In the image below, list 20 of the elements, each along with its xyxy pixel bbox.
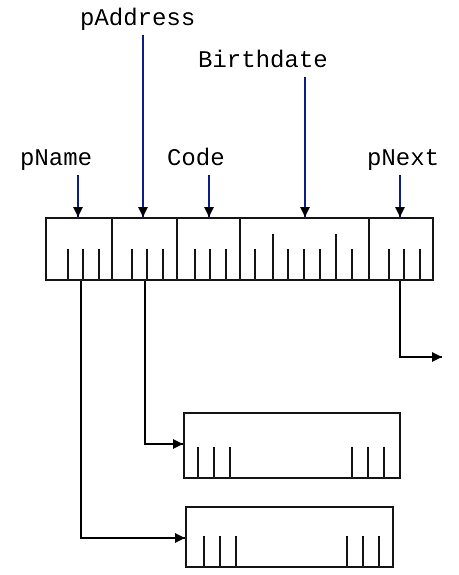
- record-field: [176, 217, 241, 281]
- node-record: [185, 506, 394, 568]
- field-label: pNext: [367, 147, 440, 173]
- arrow: [138, 35, 148, 217]
- arrow: [204, 175, 214, 217]
- record-field: [45, 217, 113, 281]
- arrow: [300, 77, 310, 217]
- record-field: [239, 217, 370, 281]
- node-record: [183, 412, 401, 479]
- arrow: [80, 280, 185, 543]
- record-field: [368, 217, 434, 281]
- field-label: Birthdate: [198, 49, 328, 75]
- field-label: pName: [20, 147, 92, 173]
- arrow: [144, 280, 183, 449]
- arrow: [395, 175, 405, 217]
- record-field: [111, 217, 178, 281]
- arrow: [73, 175, 83, 217]
- arrow: [399, 280, 442, 362]
- field-label: pAddress: [80, 7, 196, 33]
- field-label: Code: [167, 147, 225, 173]
